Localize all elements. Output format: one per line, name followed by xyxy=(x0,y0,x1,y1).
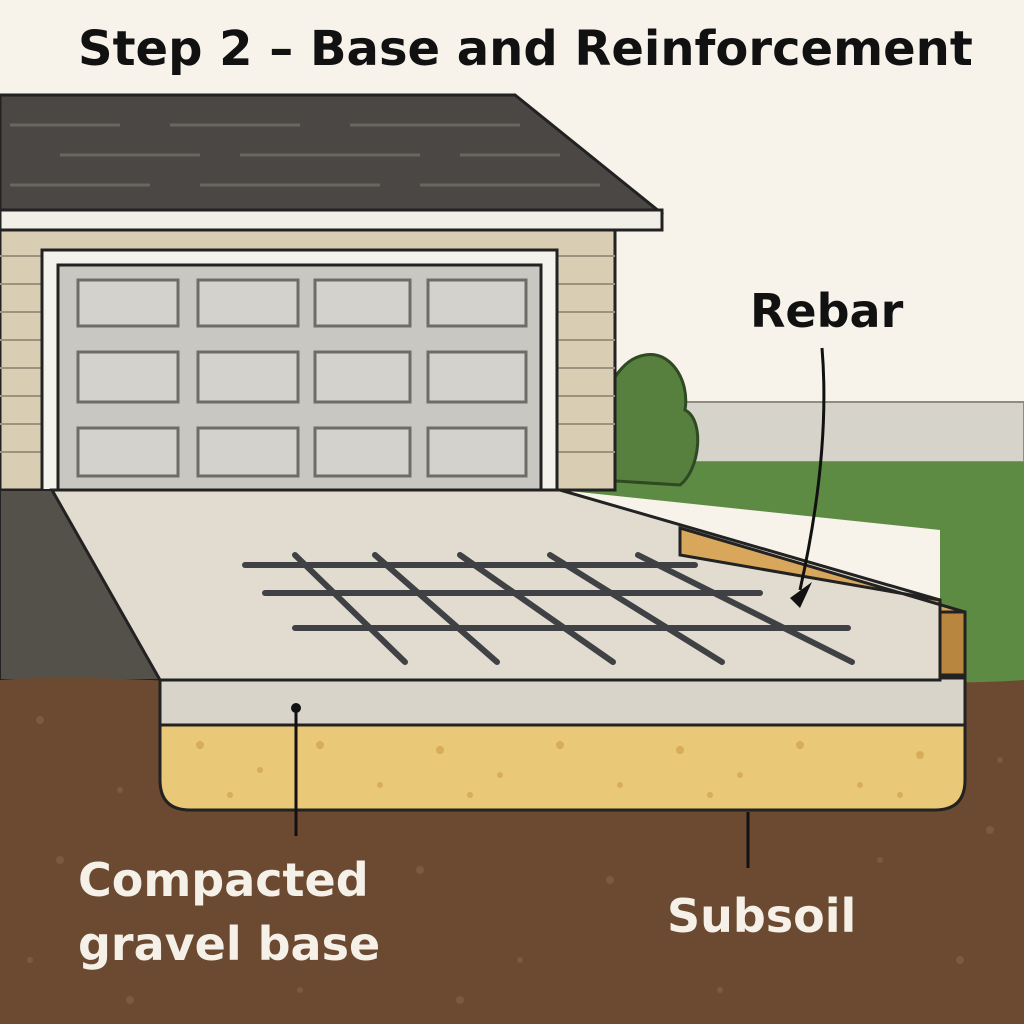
shingle-lines xyxy=(10,123,600,187)
form-board-end xyxy=(938,610,967,677)
lawn xyxy=(560,462,1024,690)
compacted-base-layer xyxy=(158,676,967,727)
rebar-label: Rebar xyxy=(750,284,904,338)
gravel-leader-dot xyxy=(291,703,301,713)
rebar-arrowhead xyxy=(790,582,812,608)
garage-door-panels xyxy=(76,278,528,478)
sand-specks xyxy=(196,741,924,798)
gravel-label-line2: gravel base xyxy=(78,917,380,971)
rebar-grid xyxy=(242,552,855,665)
rebar-leader xyxy=(798,347,826,591)
gravel-label-line1: Compacted xyxy=(78,853,369,907)
subsoil-specks xyxy=(27,716,1003,1004)
subsoil-label: Subsoil xyxy=(667,889,856,943)
diagram-title: Step 2 – Base and Reinforcement xyxy=(78,21,973,77)
roof-fascia xyxy=(0,208,664,232)
gravel-sand-layer xyxy=(158,723,967,812)
